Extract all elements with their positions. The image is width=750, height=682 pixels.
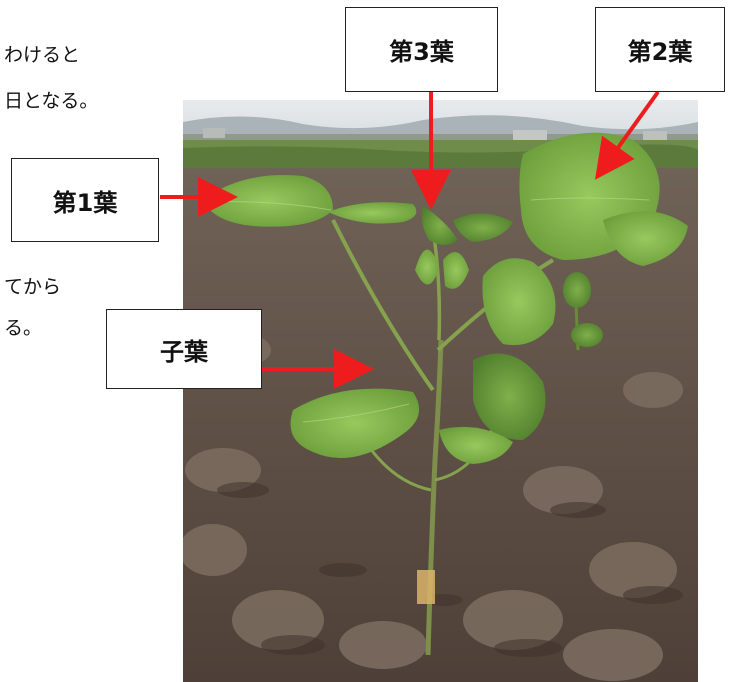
leaf3-label: 第3葉 <box>345 7 498 92</box>
leaf2-label: 第2葉 <box>595 7 725 92</box>
caption-fragment-3: てから <box>4 276 62 298</box>
cotyledon-label: 子葉 <box>106 309 262 389</box>
soybean-seedling-photo <box>183 100 698 682</box>
caption-fragment-2: 日となる。 <box>4 90 99 112</box>
caption-fragment-1: わけると <box>4 44 81 66</box>
leaf1-label: 第1葉 <box>11 158 159 242</box>
caption-fragment-4: る。 <box>4 317 43 339</box>
